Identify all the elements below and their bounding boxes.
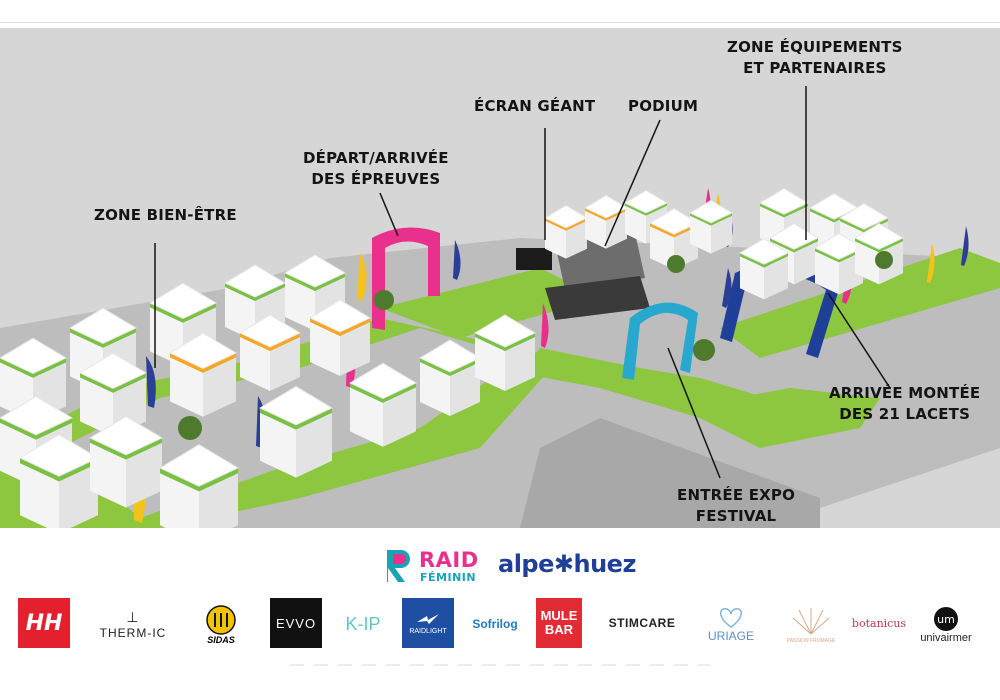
tent <box>813 233 865 295</box>
sun-rays-icon <box>792 608 830 635</box>
label-arrivee-montee: ARRIVÉE MONTÉE DES 21 LACETS <box>829 383 980 425</box>
faint-footer-line <box>290 664 710 666</box>
passion-text: PASSION FROMAGE <box>786 638 836 644</box>
top-divider <box>0 22 1000 23</box>
uriage-heart-icon <box>720 608 742 628</box>
label-zone-equipements: ZONE ÉQUIPEMENTS ET PARTENAIRES <box>727 37 903 79</box>
uriage-logo: URIAGE <box>700 598 762 650</box>
evvo-logo: EVVO <box>270 598 322 648</box>
map-illustration <box>0 28 1000 528</box>
sidas-logo: SIDAS <box>196 600 246 650</box>
raidlight-bird-icon <box>417 613 439 624</box>
botanicus-logo: botanicus <box>851 616 907 630</box>
label-depart-line2: DES ÉPREUVES <box>311 170 441 188</box>
label-entree-expo: ENTRÉE EXPO FESTIVAL <box>677 485 795 527</box>
label-ecran-geant: ÉCRAN GÉANT <box>474 97 596 115</box>
raid-r-icon <box>387 550 410 582</box>
uriage-text: URIAGE <box>707 629 754 643</box>
tent <box>543 204 589 259</box>
univairmer-um-icon: um <box>934 607 958 631</box>
label-zone-equip-line1: ZONE ÉQUIPEMENTS <box>727 38 903 56</box>
tent <box>738 238 790 300</box>
sidas-text: SIDAS <box>207 635 235 645</box>
tent <box>473 314 537 391</box>
therm-ic-logo: ⊥ THERM-IC <box>92 604 174 644</box>
label-arrivee-line2: DES 21 LACETS <box>839 405 971 423</box>
tent <box>238 314 302 391</box>
tent <box>348 362 418 447</box>
label-zone-bien-etre: ZONE BIEN-ÊTRE <box>94 206 237 224</box>
therm-ic-text: THERM-IC <box>99 625 167 640</box>
stimcare-logo: STIMCARE <box>608 616 676 630</box>
tent <box>688 199 734 254</box>
raid-feminin-logo: RAID FÉMININ <box>385 548 485 586</box>
tent <box>168 332 238 417</box>
label-podium: PODIUM <box>628 97 699 115</box>
raid-text: RAID <box>419 548 479 572</box>
sofrilog-logo: Sofrilog <box>472 617 518 631</box>
tent-group <box>0 254 537 528</box>
svg-text:um: um <box>937 613 955 626</box>
raidlight-logo: RAIDLIGHT <box>402 598 454 648</box>
raidlight-text: RAIDLIGHT <box>409 627 447 635</box>
label-zone-equip-line2: ET PARTENAIRES <box>743 59 887 77</box>
thermometer-icon: ⊥ <box>126 608 140 625</box>
brand-row: RAID FÉMININ alpe✱huez <box>0 540 1000 590</box>
sidas-badge-icon <box>206 605 236 635</box>
tent <box>158 444 240 528</box>
hh-logo-icon: HH <box>18 598 70 648</box>
label-depart-arrivee: DÉPART/ARRIVÉE DES ÉPREUVES <box>303 148 449 190</box>
label-entree-line2: FESTIVAL <box>695 507 777 525</box>
passion-logo: PASSION FROMAGE <box>780 598 842 650</box>
tent <box>308 299 372 376</box>
tent <box>258 385 334 478</box>
tent <box>18 434 100 528</box>
univairmer-text: univairmer <box>920 632 972 644</box>
univairmer-logo: um univairmer <box>912 600 980 650</box>
label-arrivee-line1: ARRIVÉE MONTÉE <box>829 384 981 402</box>
mule-text: MULE <box>540 608 578 623</box>
bar-text: BAR <box>544 622 574 637</box>
mule-bar-logo: MULE BAR <box>536 598 582 648</box>
event-site-map: ZONE BIEN-ÊTRE DÉPART/ARRIVÉE DES ÉPREUV… <box>0 28 1000 528</box>
kip-logo: K-IP <box>345 613 381 634</box>
feminin-text: FÉMININ <box>420 571 477 584</box>
alpe-huez-logo: alpe✱huez <box>498 550 636 578</box>
tent <box>418 339 482 416</box>
tent <box>88 415 164 508</box>
sponsor-logos: HH ⊥ THERM-IC SIDAS EVVO K-IP RAIDLIGHT … <box>0 596 1000 654</box>
label-depart-line1: DÉPART/ARRIVÉE <box>303 149 449 167</box>
label-entree-line1: ENTRÉE EXPO <box>677 486 796 504</box>
